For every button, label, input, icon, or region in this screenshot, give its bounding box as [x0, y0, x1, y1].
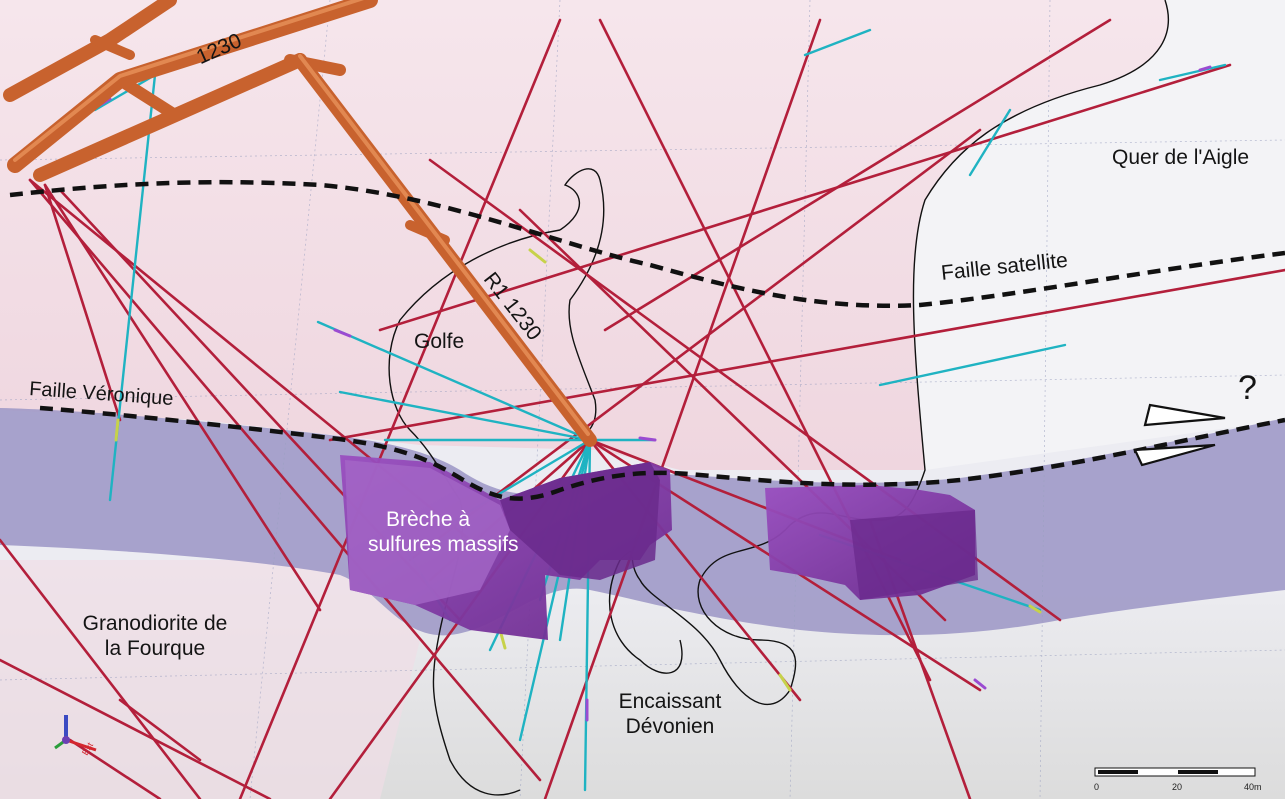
scale-bar	[1094, 767, 1256, 777]
label-encaissant-line1: Encaissant	[618, 690, 722, 713]
label-granodiorite: Granodiorite de la Fourque	[70, 612, 240, 662]
faille-veronique-line	[39, 405, 1285, 501]
label-breche-line2: sulfures massifs	[368, 532, 519, 556]
label-encaissant: Encaissant Dévonien	[610, 690, 730, 740]
scale-tick-0: 0	[1094, 782, 1100, 792]
granodiorite-fourque-zone	[0, 0, 1169, 470]
scale-tick-40m: 40m	[1244, 782, 1262, 792]
question-mark: ?	[1238, 369, 1257, 407]
quer-aigle-zone	[913, 0, 1285, 470]
label-golfe: Golfe	[414, 330, 465, 353]
label-quer-de-laigle: Quer de l'Aigle	[1112, 146, 1250, 169]
label-breche-sulfures: Brèche à sulfures massifs	[368, 508, 519, 558]
label-breche-line1: Brèche à	[385, 508, 471, 531]
axis-triad	[54, 715, 97, 752]
label-granodiorite-line1: Granodiorite de	[82, 612, 228, 635]
label-granodiorite-line2: la Fourque	[104, 636, 206, 660]
orebody-breche-sulfures	[340, 455, 978, 640]
mine-gallery-1230	[3, 0, 597, 447]
mine-gallery-highlight	[13, 0, 590, 436]
fault-motion-arrows	[1133, 403, 1226, 467]
label-encaissant-line2: Dévonien	[625, 714, 715, 738]
scale-tick-20: 20	[1172, 782, 1183, 792]
